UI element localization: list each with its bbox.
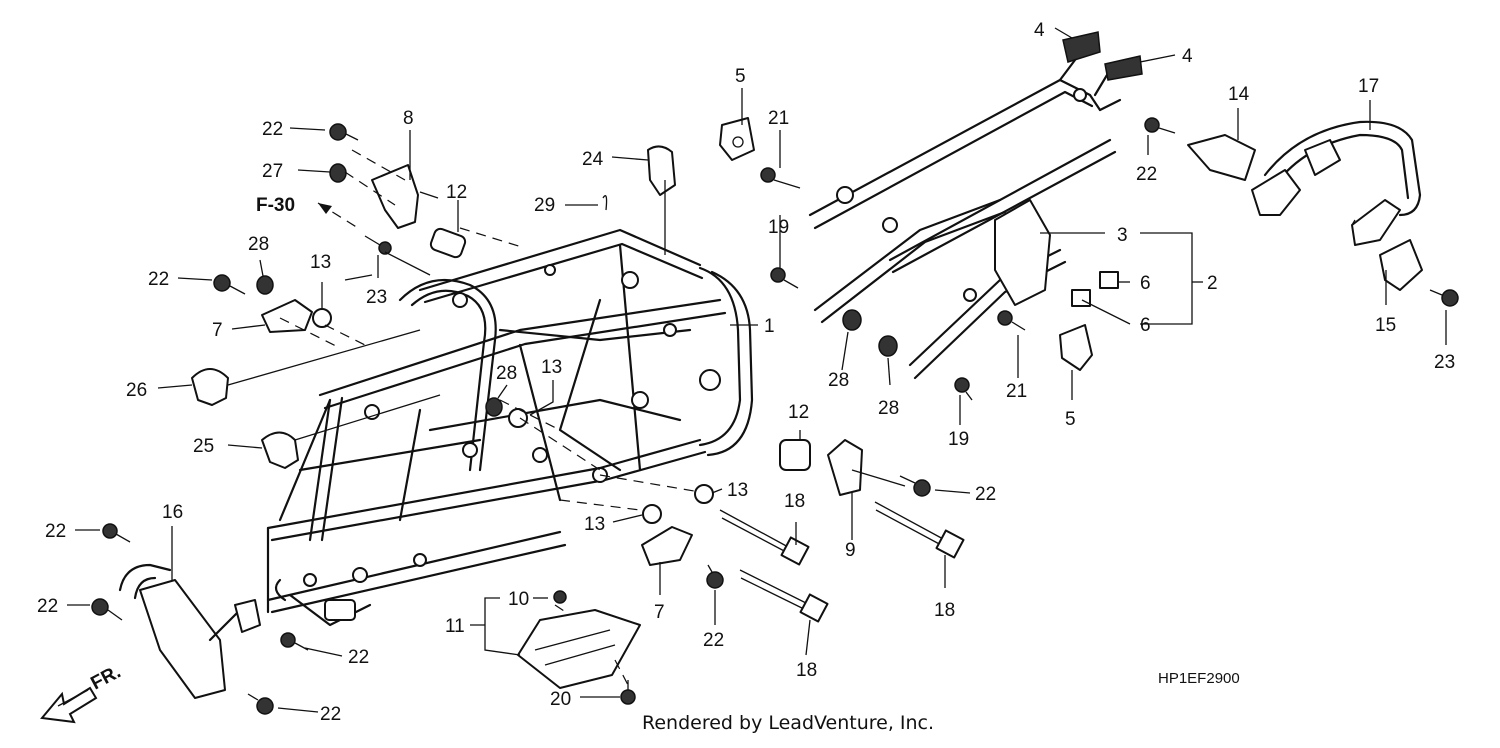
collar-12a — [429, 227, 467, 259]
callout-4b: 4 — [1182, 46, 1193, 67]
callout-13d: 13 — [584, 514, 605, 535]
callout-28d: 28 — [828, 370, 849, 391]
callout-29: 29 — [534, 195, 555, 216]
callout-4a: 4 — [1034, 20, 1045, 41]
clamp-26 — [261, 431, 299, 469]
callout-21b: 21 — [1006, 381, 1027, 402]
rubber-4b — [1104, 55, 1143, 81]
callout-5b: 5 — [1065, 409, 1076, 430]
callout-11: 11 — [445, 616, 465, 637]
front-label: FR. — [87, 662, 124, 695]
callout-18c: 18 — [796, 660, 817, 681]
callout-27: 26 — [126, 380, 147, 401]
small-bolts — [91, 117, 1459, 715]
front-direction-indicator: FR. — [40, 662, 124, 724]
callout-13a: 13 — [310, 252, 331, 273]
clamp-27 — [191, 368, 229, 406]
callout-13b: 13 — [541, 357, 562, 378]
callout-22a: 22 — [262, 119, 283, 140]
callout-28c: 28 — [496, 363, 517, 384]
collar-5a — [719, 117, 755, 161]
callout-19b: 19 — [948, 429, 969, 450]
leader-26 — [294, 394, 441, 441]
rubber-6b — [1071, 289, 1091, 307]
callout-3: 3 — [1117, 225, 1128, 246]
callout-28b: 28 — [248, 234, 269, 255]
f30-reference: F-30 — [256, 195, 359, 229]
diagram-code: HP1EF2900 — [1158, 670, 1240, 687]
callout-18b: 18 — [934, 600, 955, 621]
callout-7b: 7 — [654, 602, 665, 623]
callout-28a: 27 — [262, 161, 283, 182]
front-bumper-16 — [118, 563, 261, 699]
rear-subframe — [808, 58, 1122, 380]
callout-22e: 22 — [348, 647, 369, 668]
callout-6b: 6 — [1140, 315, 1151, 336]
rubber-4a — [1062, 31, 1101, 63]
bracket-8 — [371, 164, 419, 229]
clamp-25 — [647, 145, 676, 196]
callout-9: 9 — [845, 540, 856, 561]
callout-labels: 1 2 3 4 4 5 5 6 6 7 7 8 9 10 11 12 12 13… — [37, 20, 1455, 725]
long-bolt-18c — [739, 569, 829, 623]
callout-17: 17 — [1358, 76, 1379, 97]
callout-1: 1 — [764, 316, 775, 337]
callout-13c: 13 — [727, 480, 748, 501]
callout-23b: 23 — [1434, 352, 1455, 373]
callout-6a: 6 — [1140, 273, 1151, 294]
callout-12a: 12 — [446, 182, 467, 203]
collar-13a — [312, 308, 332, 328]
callout-23a: 22 — [1136, 164, 1157, 185]
bracket-15 — [1379, 239, 1423, 291]
long-bolt-18a — [719, 509, 810, 566]
credit-text: Rendered by LeadVenture, Inc. — [642, 712, 934, 734]
callout-7a: 7 — [212, 320, 223, 341]
nuts-28 — [256, 163, 898, 417]
long-bolt-18b — [874, 501, 965, 559]
callout-8: 8 — [403, 108, 414, 129]
callout-20: 20 — [550, 689, 571, 710]
callout-15: 15 — [1375, 315, 1396, 336]
callout-19a: 19 — [768, 217, 789, 238]
collar-5b — [1059, 324, 1093, 371]
callout-14: 14 — [1228, 84, 1250, 105]
leader-24 — [384, 251, 431, 276]
collar-13c — [694, 484, 714, 504]
callout-16: 16 — [162, 502, 183, 523]
bracket-9 — [827, 439, 863, 496]
grab-bar-17 — [1251, 120, 1422, 246]
callout-22g: 22 — [975, 484, 996, 505]
callout-26: 25 — [193, 436, 214, 457]
callout-24: 23 — [366, 287, 387, 308]
callout-5a: 5 — [735, 66, 746, 87]
rubber-6a — [1099, 271, 1119, 289]
f30-label: F-30 — [256, 195, 295, 216]
callout-28e: 28 — [878, 398, 899, 419]
collar-12b — [779, 439, 811, 471]
leader-27 — [227, 329, 421, 386]
bracket-14 — [1187, 134, 1256, 181]
callout-25: 24 — [582, 149, 604, 170]
leader-lines — [67, 27, 1447, 713]
callout-10: 10 — [508, 589, 529, 610]
callout-22b: 22 — [148, 269, 169, 290]
callout-22c: 22 — [45, 521, 66, 542]
callout-22f: 22 — [320, 704, 341, 725]
clip-29 — [602, 195, 608, 211]
callout-22h: 22 — [703, 630, 724, 651]
callout-21a: 21 — [768, 108, 789, 129]
main-frame — [266, 228, 754, 627]
callout-22d: 22 — [37, 596, 58, 617]
callout-18a: 18 — [784, 491, 805, 512]
plate-7b — [641, 526, 693, 566]
plate-7a — [261, 299, 313, 333]
collar-13d — [642, 504, 662, 524]
callout-2: 2 — [1207, 273, 1218, 294]
callout-12b: 12 — [788, 402, 809, 423]
